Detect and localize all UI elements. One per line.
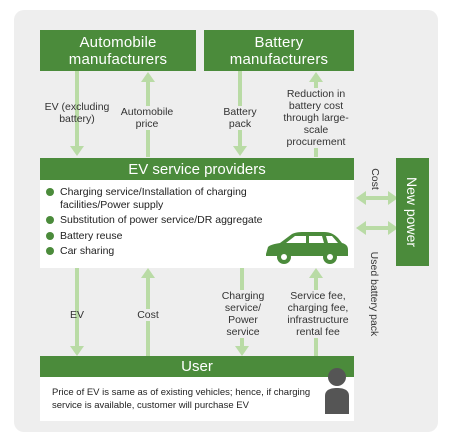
bullet-icon xyxy=(46,216,54,224)
service-fee-label: Service fee, charging fee, infrastructur… xyxy=(280,290,356,338)
user-header: User xyxy=(40,356,354,377)
battery-manufacturers-box: Battery manufacturers xyxy=(204,30,354,71)
battery-pack-label: Battery pack xyxy=(218,106,262,130)
services-list: Charging service/Installation of chargin… xyxy=(46,186,290,261)
reduction-label: Reduction in battery cost through large-… xyxy=(280,88,352,148)
ev-excluding-battery-label: EV (excluding battery) xyxy=(44,101,110,125)
user-body xyxy=(40,377,354,421)
user-note: Price of EV is same as of existing vehic… xyxy=(52,387,311,411)
service-item: Substitution of power service/DR aggrega… xyxy=(46,214,290,227)
user-label: User xyxy=(181,358,213,375)
service-item: Charging service/Installation of chargin… xyxy=(46,186,290,211)
ev-service-providers-header: EV service providers xyxy=(40,158,354,180)
service-item: Battery reuse xyxy=(46,230,290,243)
cost-from-user-label: Cost xyxy=(133,309,163,321)
arrow-cost-new-power xyxy=(356,191,398,205)
bullet-icon xyxy=(46,231,54,240)
automobile-price-label: Automobile price xyxy=(116,106,178,130)
battery-manufacturers-label: Battery manufacturers xyxy=(229,33,329,68)
used-battery-pack-label: Used battery pack xyxy=(368,251,380,337)
automobile-manufacturers-box: Automobile manufacturers xyxy=(40,30,196,71)
new-power-box: New power xyxy=(396,158,429,266)
arrow-ev-to-user xyxy=(70,268,84,356)
bullet-icon xyxy=(46,188,54,196)
charging-service-label: Charging service/ Power service xyxy=(214,290,272,338)
ev-to-user-label: EV xyxy=(69,309,84,321)
new-power-label: New power xyxy=(404,176,421,248)
cost-new-power-label: Cost xyxy=(369,168,381,190)
arrow-used-battery-pack xyxy=(356,221,398,235)
arrow-ev-excluding-battery xyxy=(70,71,84,156)
car-icon xyxy=(266,232,348,264)
ev-service-providers-label: EV service providers xyxy=(128,160,266,178)
automobile-manufacturers-label: Automobile manufacturers xyxy=(68,33,168,68)
person-icon xyxy=(325,368,349,414)
bullet-icon xyxy=(46,247,54,255)
service-item: Car sharing xyxy=(46,245,290,258)
